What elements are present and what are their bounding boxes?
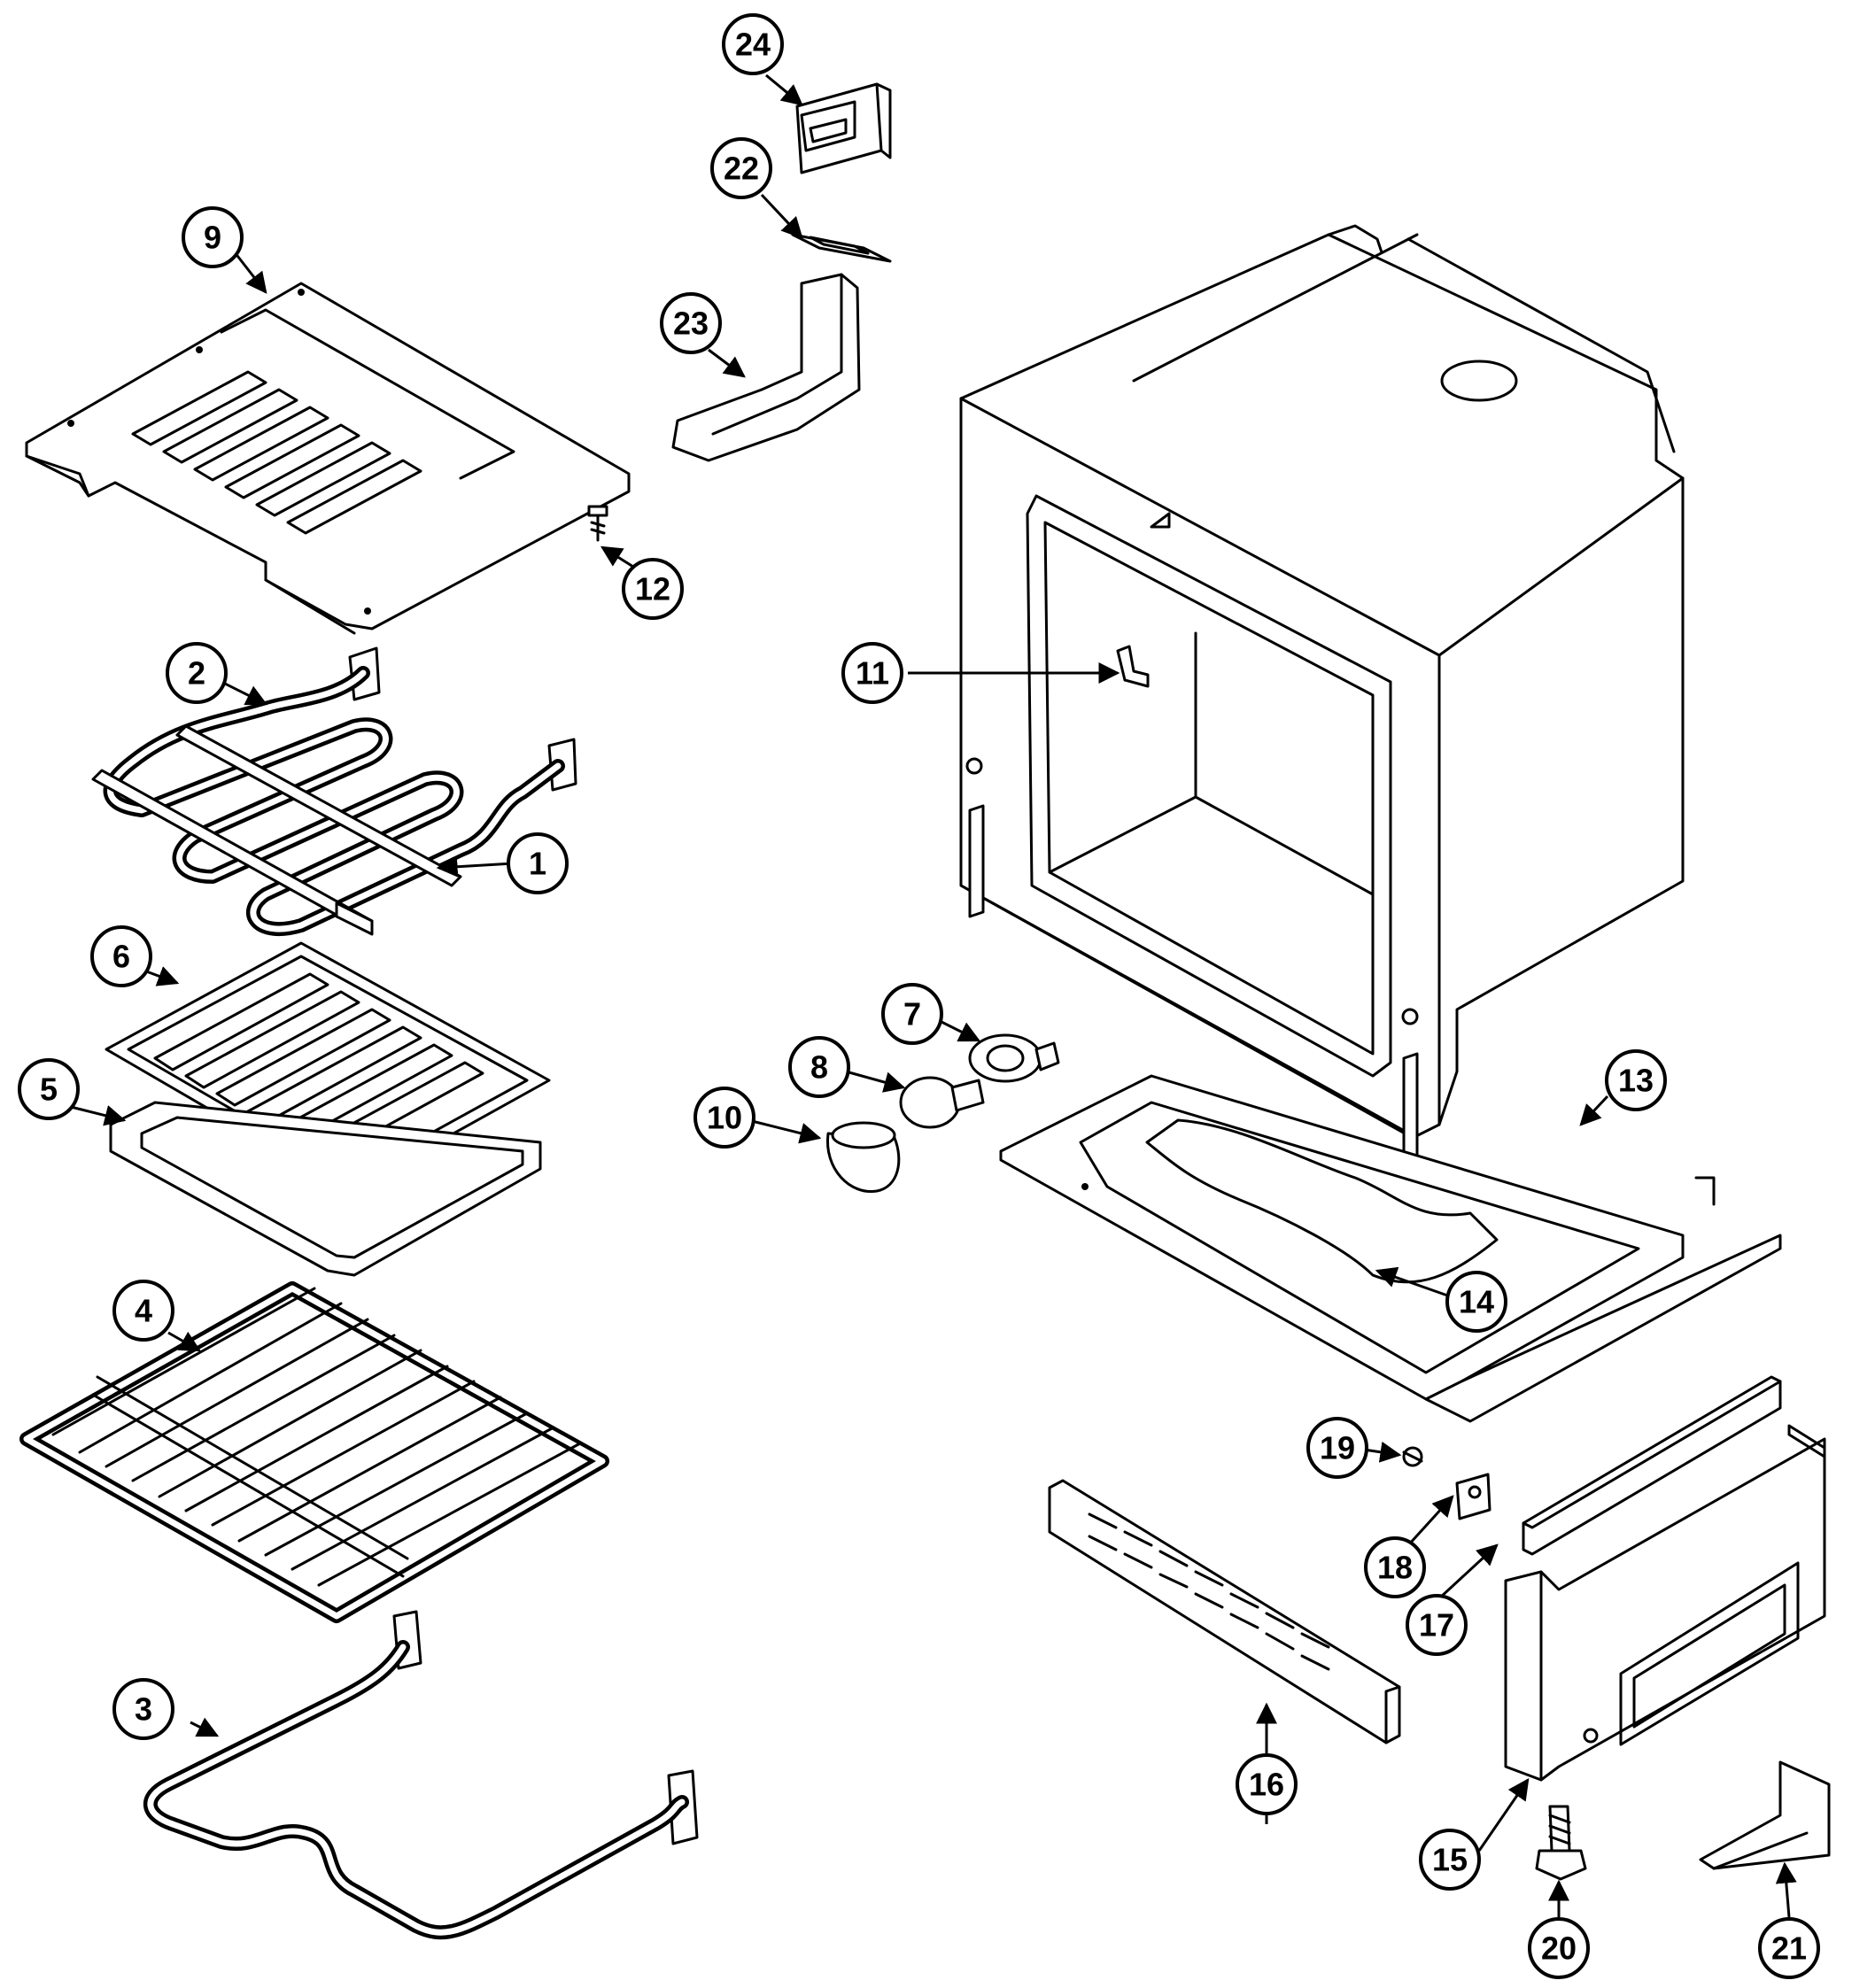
callout-20: 20: [1528, 1917, 1590, 1979]
svg-text:11: 11: [856, 655, 889, 692]
callout-23: 23: [660, 292, 722, 354]
part-20-leveling-leg: [1535, 1805, 1587, 1881]
part-8-light-bulb: [899, 1076, 985, 1129]
part-3-bake-element: [143, 1610, 699, 1940]
callout-7: 7: [881, 983, 943, 1045]
callout-8: 8: [788, 1036, 850, 1098]
callout-9: 9: [182, 206, 244, 268]
callout-10: 10: [693, 1087, 755, 1149]
svg-text:15: 15: [1432, 1842, 1468, 1878]
callout-3: 3: [112, 1678, 174, 1740]
svg-text:5: 5: [40, 1071, 58, 1108]
svg-text:20: 20: [1541, 1930, 1577, 1967]
svg-text:3: 3: [135, 1691, 152, 1728]
svg-text:19: 19: [1320, 1430, 1355, 1466]
svg-text:21: 21: [1771, 1930, 1807, 1967]
callout-2: 2: [166, 642, 228, 704]
callout-11: 11: [841, 642, 903, 704]
svg-text:14: 14: [1459, 1284, 1494, 1320]
callout-6: 6: [90, 925, 152, 987]
part-23-vent-duct: [671, 273, 861, 462]
svg-text:8: 8: [810, 1049, 828, 1086]
part-5-broiler-pan: [109, 1101, 542, 1277]
callout-18: 18: [1364, 1536, 1426, 1598]
svg-text:24: 24: [735, 27, 771, 63]
callout-16: 16: [1236, 1753, 1298, 1815]
part-16-kick-panel: [1048, 1479, 1401, 1744]
part-19-screw: [1402, 1446, 1423, 1467]
part-1-element-supports: [91, 724, 462, 936]
callout-17: 17: [1406, 1594, 1468, 1656]
svg-text:10: 10: [707, 1100, 742, 1136]
part-10-light-cover: [825, 1121, 901, 1194]
part-18-bracket: [1455, 1473, 1491, 1520]
callout-15: 15: [1419, 1829, 1481, 1891]
part-13-oven-bottom: [999, 1074, 1782, 1423]
callout-24: 24: [722, 13, 784, 75]
part-12-screw: [587, 505, 608, 542]
svg-text:4: 4: [135, 1293, 152, 1329]
svg-text:6: 6: [112, 939, 130, 975]
part-14-insulation: [1145, 1118, 1499, 1284]
callout-12: 12: [622, 558, 684, 620]
callout-4: 4: [112, 1280, 174, 1342]
part-21-leg-bracket: [1699, 1760, 1831, 1870]
part-13-oven-cavity: [959, 224, 1685, 1166]
part-22-vent-gasket: [791, 233, 892, 263]
svg-text:23: 23: [673, 306, 709, 342]
svg-text:17: 17: [1419, 1607, 1454, 1644]
part-7-light-socket: [968, 1033, 1060, 1083]
svg-text:12: 12: [635, 571, 670, 607]
svg-text:2: 2: [188, 655, 205, 692]
svg-text:18: 18: [1377, 1550, 1413, 1586]
part-9-broil-cover: [25, 282, 631, 635]
part-24-vent-housing: [795, 82, 892, 174]
callout-14: 14: [1445, 1271, 1507, 1333]
svg-text:7: 7: [903, 996, 921, 1033]
part-4-oven-rack: [19, 1281, 609, 1623]
callout-1: 1: [507, 832, 569, 894]
part-11-rack-clip: [1116, 645, 1150, 688]
svg-text:9: 9: [204, 220, 221, 256]
part-17-rail: [1522, 1375, 1782, 1556]
svg-text:22: 22: [724, 151, 759, 187]
callout-13: 13: [1605, 1049, 1667, 1111]
svg-text:16: 16: [1249, 1767, 1284, 1803]
callout-5: 5: [18, 1058, 80, 1120]
cover-louvers: [131, 370, 422, 535]
callout-22: 22: [710, 137, 772, 199]
callout-21: 21: [1758, 1917, 1820, 1979]
callout-19: 19: [1306, 1417, 1368, 1479]
part-15-drawer-box: [1504, 1424, 1826, 1782]
svg-text:1: 1: [529, 846, 546, 882]
svg-text:13: 13: [1618, 1063, 1654, 1099]
